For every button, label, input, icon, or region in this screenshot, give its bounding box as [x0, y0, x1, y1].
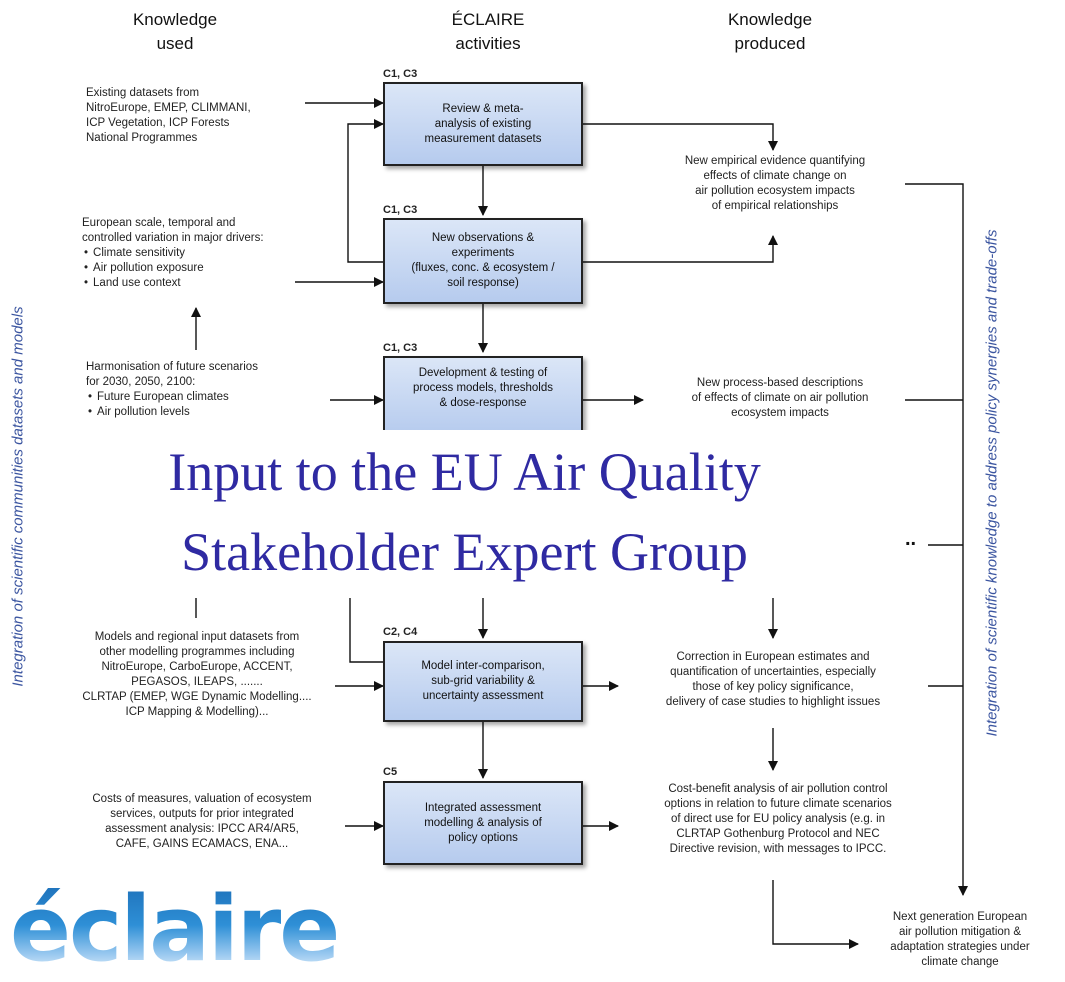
text-line: ICP Mapping & Modelling)... — [125, 706, 269, 718]
header-left-line1: Knowledge — [132, 10, 218, 29]
text-line: options in relation to future climate sc… — [664, 798, 892, 810]
header-left-line2: used — [156, 34, 194, 53]
box-line: Integrated assessment — [424, 801, 542, 814]
box-line: process models, thresholds — [413, 382, 553, 394]
header-knowledge-used: Knowledge used — [95, 8, 255, 56]
final-outcome-text: Next generation European air pollution m… — [860, 910, 1060, 970]
text-line: delivery of case studies to highlight is… — [665, 696, 881, 708]
text-line: PEGASOS, ILEAPS, ....... — [131, 676, 263, 688]
activity-box-intercomparison: Model inter-comparison, sub-grid variabi… — [383, 641, 583, 722]
text-line: European scale, temporal and — [82, 217, 236, 229]
code-label: C1, C3 — [383, 342, 418, 354]
activity-box-review: Review & meta- analysis of existing meas… — [383, 82, 583, 166]
overlay-backdrop — [100, 430, 900, 595]
box-line: New observations & — [431, 232, 535, 244]
text-line: of direct use for EU policy analysis (e.… — [670, 813, 886, 825]
text-line: Costs of measures, valuation of ecosyste… — [92, 793, 312, 805]
header-middle-line2: activities — [455, 34, 521, 53]
box-line: sub-grid variability & — [431, 675, 535, 687]
header-knowledge-produced: Knowledge produced — [690, 8, 850, 56]
text-line: effects of climate change on — [703, 170, 847, 182]
text-line: adaptation strategies under — [890, 941, 1030, 953]
header-right-line1: Knowledge — [727, 10, 813, 29]
text-line: CLRTAP (EMEP, WGE Dynamic Modelling.... — [82, 691, 312, 703]
box-line: Development & testing of — [418, 367, 548, 379]
overlay-title-line1: Input to the EU Air Quality — [168, 442, 761, 502]
box-line: policy options — [448, 831, 518, 844]
text-line: those of key policy significance, — [692, 681, 854, 693]
future-scenarios-text: Harmonisation of future scenarios for 20… — [86, 360, 326, 420]
text-line: Directive revision, with messages to IPC… — [669, 843, 887, 855]
box-line: (fluxes, conc. & ecosystem / — [411, 262, 555, 274]
empirical-evidence-text: New empirical evidence quantifying effec… — [640, 154, 910, 214]
text-line: CAFE, GAINS ECAMACS, ENA... — [115, 838, 289, 850]
text-line: Next generation European — [892, 911, 1028, 923]
box-line: measurement datasets — [424, 132, 542, 145]
list-item: Air pollution levels — [97, 405, 326, 420]
code-label: C1, C3 — [383, 68, 418, 80]
text-line: New empirical evidence quantifying — [684, 155, 866, 167]
text-line: for 2030, 2050, 2100: — [86, 376, 196, 388]
list-item: Air pollution exposure — [93, 261, 342, 276]
overlay-title-line2: Stakeholder Expert Group — [181, 522, 748, 582]
process-descriptions-text: New process-based descriptions of effect… — [645, 376, 915, 421]
activity-box-development: Development & testing of process models,… — [383, 356, 583, 436]
text-line: Cost-benefit analysis of air pollution c… — [668, 783, 888, 795]
header-middle-line1: ÉCLAIRE — [451, 10, 525, 29]
text-line: Correction in European estimates and — [676, 651, 870, 663]
text-line: NitroEurope, EMEP, CLIMMANI, — [86, 102, 251, 114]
text-line: air pollution mitigation & — [898, 926, 1022, 938]
text-line: Models and regional input datasets from — [94, 631, 300, 643]
text-line: controlled variation in major drivers: — [82, 232, 264, 244]
box-line: analysis of existing — [434, 117, 532, 130]
costs-measures-text: Costs of measures, valuation of ecosyste… — [52, 792, 352, 852]
text-line: ecosystem impacts — [731, 407, 829, 419]
code-label: C5 — [383, 766, 398, 778]
box-line: Model inter-comparison, — [421, 660, 545, 672]
models-inputs-text: Models and regional input datasets from … — [52, 630, 342, 720]
list-item: Land use context — [93, 276, 342, 291]
activity-box-observations: New observations & experiments (fluxes, … — [383, 218, 583, 304]
code-label: C1, C3 — [383, 204, 418, 216]
list-item: Future European climates — [97, 390, 326, 405]
text-line: Harmonisation of future scenarios — [86, 361, 258, 373]
box-line: soil response) — [447, 277, 519, 289]
text-line: CLRTAP Gothenburg Protocol and NEC — [676, 828, 880, 840]
text-line: ICP Vegetation, ICP Forests — [86, 117, 230, 129]
drivers-variation-text: European scale, temporal and controlled … — [82, 216, 342, 291]
text-line: Existing datasets from — [86, 87, 200, 99]
text-line: services, outputs for prior integrated — [110, 808, 294, 820]
eclaire-logo: éclaire — [10, 877, 340, 982]
header-right-line2: produced — [734, 34, 806, 53]
header-eclaire-activities: ÉCLAIRE activities — [408, 8, 568, 56]
existing-datasets-text: Existing datasets from NitroEurope, EMEP… — [86, 86, 316, 146]
text-line: National Programmes — [86, 132, 198, 144]
list-item: Climate sensitivity — [93, 246, 342, 261]
text-line: of empirical relationships — [711, 200, 839, 212]
box-line: uncertainty assessment — [422, 690, 544, 702]
code-label: C2, C4 — [383, 626, 418, 638]
text-line: quantification of uncertainties, especia… — [670, 666, 876, 678]
box-line: Review & meta- — [442, 102, 524, 115]
activity-box-integrated-assessment: Integrated assessment modelling & analys… — [383, 781, 583, 865]
text-line: air pollution ecosystem impacts — [695, 185, 855, 197]
ellipsis-dots: .. — [905, 528, 917, 550]
text-line: of effects of climate on air pollution — [691, 392, 869, 404]
text-line: assessment analysis: IPCC AR4/AR5, — [105, 823, 299, 835]
corrections-text: Correction in European estimates and qua… — [618, 650, 928, 710]
text-line: NitroEurope, CarboEurope, ACCENT, — [101, 661, 293, 673]
cost-benefit-text: Cost-benefit analysis of air pollution c… — [618, 782, 938, 857]
text-line: other modelling programmes including — [99, 646, 295, 658]
box-line: modelling & analysis of — [424, 816, 542, 829]
box-line: experiments — [451, 247, 515, 259]
text-line: New process-based descriptions — [696, 377, 864, 389]
text-line: climate change — [921, 956, 999, 968]
box-line: & dose-response — [439, 397, 527, 409]
